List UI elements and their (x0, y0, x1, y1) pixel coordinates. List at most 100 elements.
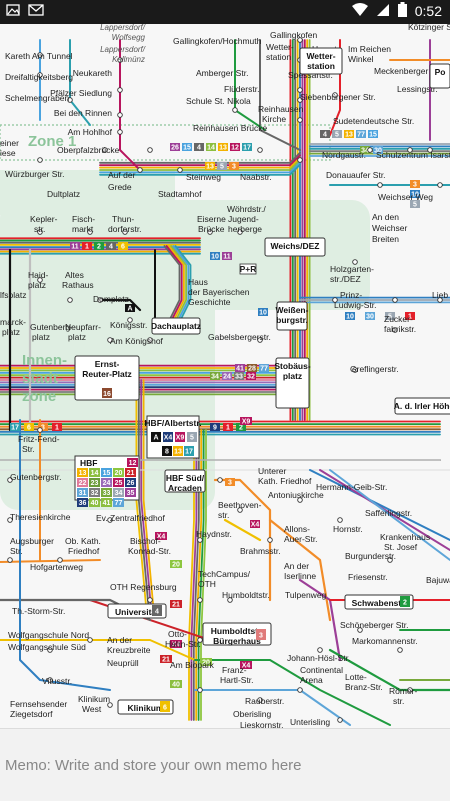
line-badge-label: A (127, 306, 132, 313)
station-label-roemer2: str. (393, 696, 404, 706)
hbf-line-label: 13 (79, 470, 87, 477)
hbf-line-badge (77, 468, 88, 477)
station-label-anderkreuz: An der (107, 635, 132, 645)
hbf-line-label: 20 (115, 470, 123, 477)
station-label-keplerstr2: str. (34, 224, 45, 234)
line-badge (52, 423, 62, 431)
hbf-line-badge (89, 478, 100, 487)
hbfalbert-line-badge (184, 446, 194, 456)
hbf-line-badge (101, 478, 112, 487)
station-label-nordgau: Nordgaustr. (322, 150, 366, 160)
station-label-zucker: Zucker- (384, 314, 413, 324)
line-badge (234, 372, 244, 380)
stop-marker (357, 627, 363, 633)
zone-label-inner: Innen- (22, 352, 67, 369)
station-label-kirche: Kirche (262, 114, 286, 124)
stop-marker (352, 367, 358, 373)
hbfalbert-line-label: X4 (164, 435, 173, 442)
station-label-lottebranz: Lotte- (345, 672, 367, 682)
zone-number-badge (400, 596, 410, 607)
stop-marker (392, 297, 398, 303)
line-badge (250, 520, 260, 528)
stop-marker (47, 647, 53, 653)
route-line (140, 379, 153, 611)
stop-marker (217, 477, 223, 483)
station-label-kareth: Kareth Am Tunnel (5, 51, 73, 61)
station-box (164, 469, 206, 493)
station-label-altesrathaus: Altes (65, 270, 84, 280)
hbf-line-label: 12 (129, 460, 137, 467)
line-badge-label: 34 (361, 148, 369, 155)
station-box (107, 603, 167, 619)
stop-marker (352, 259, 358, 265)
station-label-schelm: Schelmengraben (5, 93, 70, 103)
hbf-line-label: 31 (79, 490, 87, 497)
line-badge (38, 423, 48, 431)
line-badge (236, 423, 246, 431)
stop-marker (237, 229, 243, 235)
station-label-hausbay2: der Bayerischen (188, 287, 250, 297)
stop-marker (102, 147, 108, 153)
stop-marker (437, 182, 443, 188)
route-line (142, 379, 155, 611)
line-badge (10, 423, 20, 431)
stop-marker (67, 97, 73, 103)
hbf-line-label: 41 (103, 500, 111, 507)
hbf-line-badge (125, 488, 136, 497)
station-box-label-wetterst2: station (307, 61, 335, 71)
line-badge-label: 21 (162, 657, 170, 664)
stop-marker (37, 157, 43, 163)
line-badge-label: 6 (27, 425, 31, 432)
stop-marker (37, 72, 43, 78)
station-label-steinweg: Steinweg (186, 172, 221, 182)
line-badge (405, 312, 415, 320)
station-label-altesrathaus2: Rathaus (62, 280, 94, 290)
station-label-roemer: Römer- (389, 686, 418, 696)
line-badge-label: X9 (242, 419, 251, 426)
line-badge-label: 34 (211, 374, 219, 381)
route-line (99, 154, 301, 167)
station-label-stjosef: St. Josef (384, 542, 418, 552)
zone-number-badge (160, 701, 170, 712)
station-label-burgunder: Burgunderstr. (345, 551, 396, 561)
zone-number-label: 6 (163, 705, 167, 712)
hbf-line-label: 14 (91, 470, 99, 477)
stop-marker (267, 537, 273, 543)
station-label-koenigsstr: Königsstr. (110, 320, 147, 330)
line-badge-label: 77 (260, 366, 268, 373)
hbf-line-label: 77 (115, 500, 123, 507)
station-box-label-weichsdez: Weichs/DEZ (271, 241, 320, 251)
station-label-schoenberger: Schöneberger Str. (340, 620, 409, 630)
line-badge (106, 242, 116, 250)
station-label-vitusstr: Vitusstr. (42, 676, 72, 686)
station-label-gutenbergstr: Gutenbergstr. (10, 472, 62, 482)
line-badge-label: 26 (171, 145, 179, 152)
transit-stops (7, 37, 443, 723)
stop-marker (332, 297, 338, 303)
line-badge-label: 10 (211, 254, 219, 261)
stop-marker (387, 557, 393, 563)
line-badge (170, 143, 180, 151)
line-badge (118, 242, 128, 250)
station-label-brahmsstr: Brahmsstr. (240, 546, 281, 556)
station-label-franzhartl: Franz- (222, 665, 247, 675)
station-label-iserlinne: Iserlinne (284, 571, 316, 581)
station-label-hausbay: Haus (188, 277, 208, 287)
memo-input[interactable] (0, 743, 450, 787)
station-label-lfsplatz: lfsplatz (0, 290, 26, 300)
line-badge-label: 11 (223, 254, 231, 261)
route-line (213, 478, 272, 602)
station-label-theresienkirche: Theresienkirche (10, 512, 71, 522)
zone-number-badge (102, 388, 112, 398)
stop-marker (297, 87, 303, 93)
hbfalbert-line-label: 17 (185, 449, 193, 456)
station-label-imreichen: Im Reichen (348, 44, 391, 54)
hbf-line-label: 23 (91, 480, 99, 487)
station-box (117, 699, 174, 715)
stop-marker (397, 647, 403, 653)
station-label-zucker2: fabrikstr. (384, 324, 416, 334)
line-badge-label: X4 (242, 663, 251, 670)
line-badge-label: 41 (236, 366, 244, 373)
